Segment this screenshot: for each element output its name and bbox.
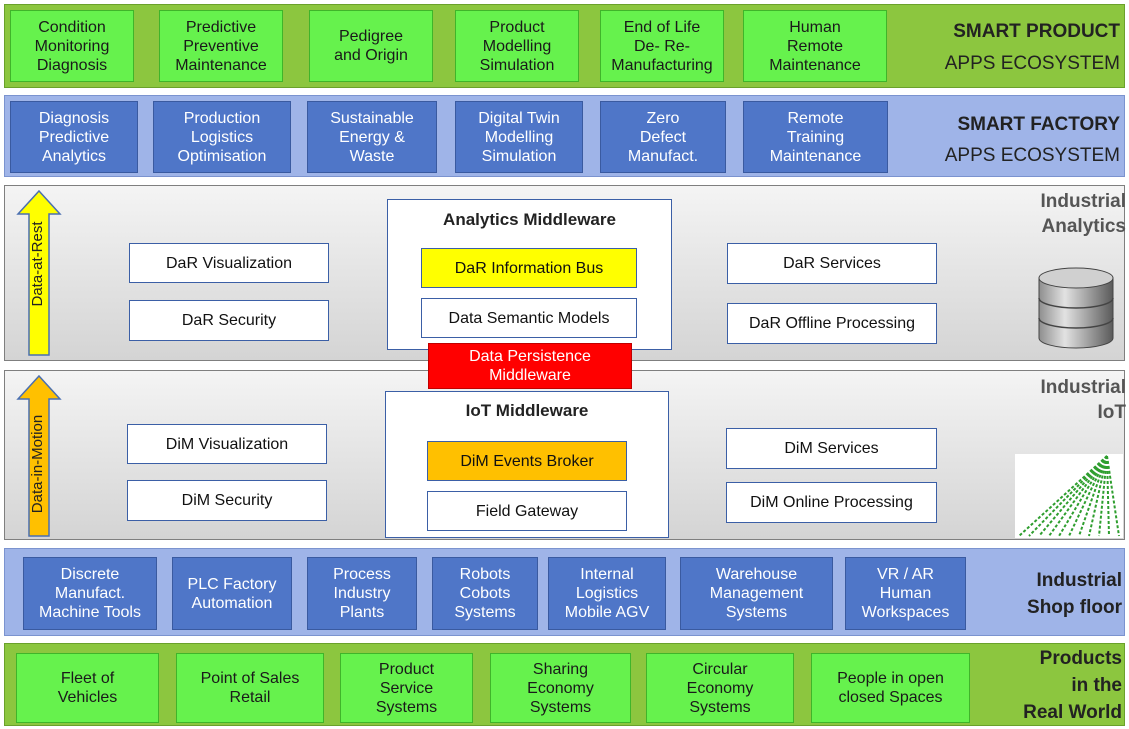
factory-app-zero-defect: Zero Defect Manufact. (600, 101, 726, 173)
smart-factory-title: SMART FACTORY (957, 114, 1120, 135)
dim-visualization: DiM Visualization (127, 424, 327, 464)
shopfloor-plc-automation: PLC Factory Automation (172, 557, 292, 630)
factory-app-sustainable-energy: Sustainable Energy & Waste (307, 101, 437, 173)
up-arrow-icon (16, 374, 62, 537)
factory-app-production-logistics: Production Logistics Optimisation (153, 101, 291, 173)
smart-product-subtitle: APPS ECOSYSTEM (944, 53, 1120, 74)
database-icon (1038, 267, 1114, 349)
shopfloor-discrete-manufact: Discrete Manufact. Machine Tools (23, 557, 157, 630)
iot-middleware-title: IoT Middleware (465, 401, 589, 420)
dim-online-processing: DiM Online Processing (726, 482, 937, 523)
data-in-motion-label: Data-in-Motion (29, 414, 46, 514)
shopfloor-robots-cobots: Robots Cobots Systems (432, 557, 538, 630)
dim-services: DiM Services (726, 428, 937, 469)
shopfloor-warehouse-management: Warehouse Management Systems (680, 557, 833, 630)
product-app-pedigree: Pedigree and Origin (309, 10, 433, 82)
shopfloor-process-industry: Process Industry Plants (307, 557, 417, 630)
analytics-middleware-title: Analytics Middleware (443, 210, 616, 229)
product-app-product-modelling: Product Modelling Simulation (455, 10, 579, 82)
factory-app-diagnosis: Diagnosis Predictive Analytics (10, 101, 138, 173)
smart-factory-subtitle: APPS ECOSYSTEM (944, 145, 1120, 166)
product-app-end-of-life: End of Life De- Re- Manufacturing (600, 10, 724, 82)
iot-network-icon (1015, 454, 1123, 538)
realworld-point-of-sales: Point of Sales Retail (176, 653, 324, 723)
dim-events-broker: DiM Events Broker (427, 441, 627, 481)
field-gateway: Field Gateway (427, 491, 627, 531)
data-persistence-middleware-overlay: Data Persistence Middleware (428, 343, 632, 389)
data-semantic-models: Data Semantic Models (421, 298, 637, 338)
shopfloor-internal-logistics: Internal Logistics Mobile AGV (548, 557, 666, 630)
industrial-iot-title: Industrial IoT (1040, 377, 1126, 423)
product-app-predictive-maintenance: Predictive Preventive Maintenance (159, 10, 283, 82)
dar-services: DaR Services (727, 243, 937, 284)
smart-product-title: SMART PRODUCT (953, 21, 1120, 42)
dar-security: DaR Security (129, 300, 329, 341)
factory-app-digital-twin: Digital Twin Modelling Simulation (455, 101, 583, 173)
dar-offline-processing: DaR Offline Processing (727, 303, 937, 344)
dar-visualization: DaR Visualization (129, 243, 329, 283)
industrial-analytics-title: Industrial Analytics (1040, 191, 1126, 237)
realworld-people-spaces: People in open closed Spaces (811, 653, 970, 723)
product-app-human-remote: Human Remote Maintenance (743, 10, 887, 82)
dar-information-bus: DaR Information Bus (421, 248, 637, 288)
realworld-circular-economy: Circular Economy Systems (646, 653, 794, 723)
products-real-world-title: Products in the Real World (1023, 648, 1122, 723)
realworld-product-service: Product Service Systems (340, 653, 473, 723)
factory-app-remote-training: Remote Training Maintenance (743, 101, 888, 173)
industrial-shop-floor-title: Industrial Shop floor (1027, 570, 1122, 618)
realworld-sharing-economy: Sharing Economy Systems (490, 653, 631, 723)
up-arrow-icon (16, 189, 62, 356)
dim-security: DiM Security (127, 480, 327, 521)
data-at-rest-label: Data-at-Rest (29, 221, 46, 307)
realworld-fleet-of-vehicles: Fleet of Vehicles (16, 653, 159, 723)
product-app-condition-monitoring: Condition Monitoring Diagnosis (10, 10, 134, 82)
shopfloor-vr-ar: VR / AR Human Workspaces (845, 557, 966, 630)
